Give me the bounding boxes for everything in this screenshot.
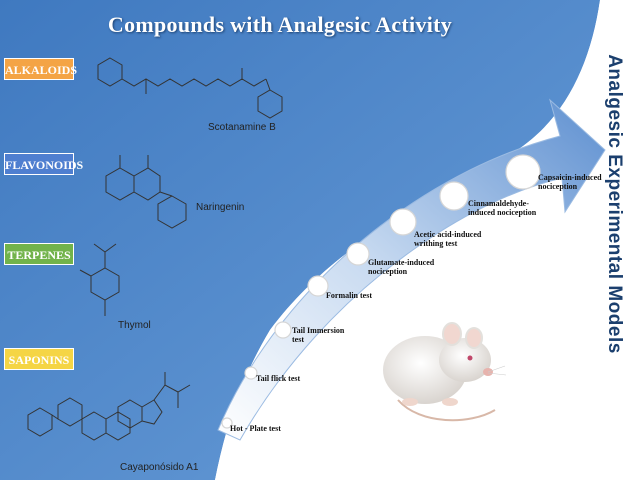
step-label-6: Acetic acid-induced writhing test xyxy=(414,230,482,248)
compound-name-cayaponosido: Cayaponósido A1 xyxy=(120,462,199,473)
step-circle-7 xyxy=(439,181,469,211)
step-label-4: Formalin test xyxy=(326,291,372,300)
category-badge-saponins: SAPONINS xyxy=(4,348,74,370)
step-circle-5 xyxy=(346,242,370,266)
step-label-3: Tail Immersion test xyxy=(292,326,345,344)
compound-name-scotanamine: Scotanamine B xyxy=(208,122,276,133)
step-label-2: Tail flick test xyxy=(256,374,301,383)
page-title: Compounds with Analgesic Activity xyxy=(107,12,453,37)
step-label-7: Cinnamaldehyde- induced nociception xyxy=(468,199,537,217)
step-circle-8 xyxy=(505,154,541,190)
compound-name-thymol: Thymol xyxy=(118,320,151,331)
progress-arrow xyxy=(217,98,606,441)
step-label-1: Hot - Plate test xyxy=(230,424,281,433)
step-circle-3 xyxy=(274,321,292,339)
compound-name-naringenin: Naringenin xyxy=(196,202,245,213)
chemical-structure-icon xyxy=(27,57,283,441)
step-circle-1 xyxy=(221,417,233,429)
category-badge-alkaloids: ALKALOIDS xyxy=(4,58,77,80)
step-label-5: Glutamate-induced nociception xyxy=(368,258,435,276)
step-label-8: Capsaicin-induced nociception xyxy=(538,173,602,191)
step-circle-6 xyxy=(389,208,417,236)
side-title: Analgesic Experimental Models xyxy=(604,54,625,354)
rat-icon xyxy=(383,322,507,422)
step-circle-2 xyxy=(244,366,258,380)
category-badge-flavonoids: FLAVONOIDS xyxy=(4,153,83,175)
blue-panel xyxy=(0,0,600,480)
step-circle-4 xyxy=(307,275,329,297)
category-badge-terpenes: TERPENES xyxy=(4,243,74,265)
step-circles xyxy=(221,154,541,429)
